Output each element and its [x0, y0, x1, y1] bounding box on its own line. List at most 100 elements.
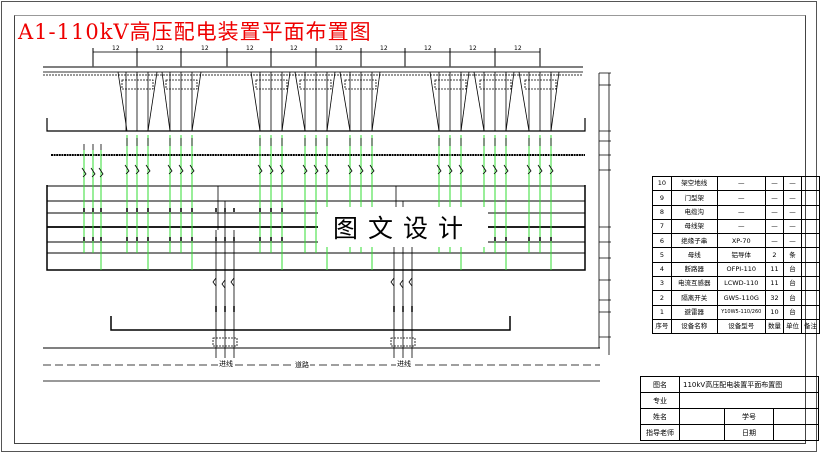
label-incoming-line-right: 进线 [396, 359, 412, 369]
cell-qty: 10 [764, 304, 784, 320]
cell-unit: 台 [782, 261, 802, 278]
cell-model: — [716, 175, 766, 192]
cell-model: LCWD-110 [716, 276, 766, 292]
table-row: 2 隔离开关 GW5-110G 32 台 [652, 290, 820, 306]
cell-note [800, 233, 820, 249]
table-row: 10 架空地线 — — — [652, 175, 820, 192]
cell-name: 电流互感器 [670, 276, 718, 292]
cell-model: — [716, 218, 766, 235]
cell-unit: — [782, 175, 802, 192]
cell-qty: — [764, 218, 784, 235]
major-value [679, 392, 819, 409]
svg-text:12: 12 [290, 45, 298, 52]
drawing-title: A1-110kV高压配电装置平面布置图 [18, 20, 372, 44]
cell-model: OFPI-110 [716, 261, 766, 278]
svg-text:12: 12 [380, 45, 388, 52]
table-row: 4 断路器 OFPI-110 11 台 [652, 261, 820, 278]
svg-text:12: 12 [156, 45, 164, 52]
advisor-value [679, 424, 725, 441]
table-row: 9 门型架 — — — [652, 190, 820, 206]
svg-text:12: 12 [469, 45, 477, 52]
incoming-bay-left [212, 186, 238, 358]
svg-text:12: 12 [112, 45, 120, 52]
cell-qty: 32 [764, 290, 784, 306]
cell-name: 断路器 [670, 261, 718, 278]
bay-group-1 [117, 71, 202, 132]
cell-name: 门型架 [670, 190, 718, 206]
cell-no: 6 [652, 233, 672, 249]
major-label: 专业 [640, 392, 680, 409]
cell-no: 8 [652, 204, 672, 220]
cell-no: 2 [652, 290, 672, 306]
name-value [679, 408, 725, 425]
header-name: 设备名称 [670, 318, 718, 335]
student-id-value [773, 408, 819, 425]
bays [117, 71, 560, 132]
cell-note [800, 290, 820, 306]
cell-unit: 台 [782, 290, 802, 306]
header-qty: 数量 [764, 318, 784, 335]
cell-name: 电缆沟 [670, 204, 718, 220]
cell-note [800, 304, 820, 320]
date-label: 日期 [724, 424, 774, 441]
table-row: 3 电流互感器 LCWD-110 11 台 [652, 276, 820, 292]
header-unit: 单位 [782, 318, 802, 335]
header-note: 备注 [800, 318, 820, 335]
cell-note [800, 175, 820, 192]
table-row: 8 电缆沟 — — — [652, 204, 820, 220]
cell-no: 1 [652, 304, 672, 320]
cell-qty: 11 [764, 276, 784, 292]
header-no: 序号 [652, 318, 672, 335]
cell-model: GW5-110G [716, 290, 766, 306]
dimension-labels: 12 12 12 12 12 12 12 12 12 12 [112, 45, 522, 52]
cell-qty: — [764, 204, 784, 220]
header-model: 设备型号 [716, 318, 766, 335]
label-incoming-line-left: 进线 [218, 359, 234, 369]
name-label: 姓名 [640, 408, 680, 425]
cell-note [800, 218, 820, 235]
student-id-label: 学号 [724, 408, 774, 425]
bay-group-3 [429, 71, 560, 132]
cell-unit: 台 [782, 304, 802, 320]
cell-unit: — [782, 233, 802, 249]
overhead-gantry [43, 66, 583, 76]
date-value [773, 424, 819, 441]
cell-unit: — [782, 190, 802, 206]
cell-model: XP-70 [716, 233, 766, 249]
cell-no: 9 [652, 190, 672, 206]
cell-no: 7 [652, 218, 672, 235]
cell-note [800, 276, 820, 292]
table-header-row: 序号 设备名称 设备型号 数量 单位 备注 [652, 318, 820, 335]
svg-text:12: 12 [424, 45, 432, 52]
cell-note [800, 247, 820, 263]
svg-text:12: 12 [201, 45, 209, 52]
svg-text:12: 12 [246, 45, 254, 52]
equipment-table: 10 架空地线 — — — 9 门型架 — — — 8 电缆沟 — — — 7 … [652, 175, 820, 335]
drawing-name-value: 110kV高压配电装置平面布置图 [679, 376, 819, 393]
cell-qty: — [764, 175, 784, 192]
cell-no: 3 [652, 276, 672, 292]
cell-name: 隔离开关 [670, 290, 718, 306]
svg-text:12: 12 [335, 45, 343, 52]
cell-model: Y10W5-110/260 [716, 304, 766, 320]
table-row: 7 母线架 — — — [652, 218, 820, 235]
equipment-symbols [81, 138, 554, 358]
incoming-bay-right [390, 186, 416, 358]
table-row: 1 避雷器 Y10W5-110/260 10 台 [652, 304, 820, 320]
cell-qty: 11 [764, 261, 784, 278]
advisor-label: 指导老师 [640, 424, 680, 441]
cell-qty: 2 [764, 247, 784, 263]
cell-no: 5 [652, 247, 672, 263]
cell-note [800, 204, 820, 220]
cell-note [800, 190, 820, 206]
title-block: 图名 110kV高压配电装置平面布置图 专业 姓名 学号 指导老师 日期 [640, 376, 819, 441]
watermark: 图文设计 [318, 207, 488, 247]
cell-name: 母线架 [670, 218, 718, 235]
cell-unit: — [782, 204, 802, 220]
drawing-name-label: 图名 [640, 376, 680, 393]
svg-text:12: 12 [514, 45, 522, 52]
cell-unit: 台 [782, 276, 802, 292]
cell-name: 绝缘子串 [670, 233, 718, 249]
cell-name: 架空地线 [670, 175, 718, 192]
